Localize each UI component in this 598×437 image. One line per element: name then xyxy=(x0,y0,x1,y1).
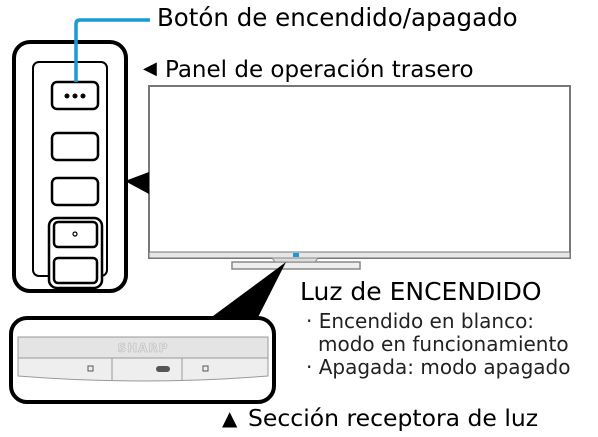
power-light-off-note: · Apagada: modo apagado xyxy=(306,357,570,377)
panel-button xyxy=(52,256,99,285)
receiver-indicator xyxy=(87,365,94,372)
receiver-bottom xyxy=(17,357,269,382)
panel-button xyxy=(50,131,100,162)
panel-button-mark xyxy=(72,231,78,237)
rear-panel-pointer xyxy=(125,172,149,194)
power-light-white-note: · Encendido en blanco: xyxy=(306,311,534,331)
power-light-label: Luz de ENCENDIDO xyxy=(300,277,542,306)
brand-logo: SHARP xyxy=(117,341,168,355)
power-button-dot xyxy=(80,93,86,99)
power-light-white-continuation: modo en funcionamiento xyxy=(318,332,569,356)
up-arrow-icon: ▲ xyxy=(222,406,238,430)
power-light-off-text: Apagada: modo apagado xyxy=(318,355,571,379)
tv-stand xyxy=(231,261,361,270)
power-button-dot xyxy=(72,93,78,99)
left-arrow-icon: ◀ xyxy=(143,58,157,79)
bullet-icon: · xyxy=(306,309,313,333)
power-light-white-text: Encendido en blanco: xyxy=(318,309,535,333)
receiver-sensor xyxy=(156,366,170,372)
power-button-leader xyxy=(74,18,150,82)
tv-bottom-bezel xyxy=(148,251,571,259)
bullet-icon: · xyxy=(306,355,313,379)
receiver-indicator xyxy=(202,365,209,372)
rear-panel-label: Panel de operación trasero xyxy=(165,57,474,83)
power-button-label: Botón de encendido/apagado xyxy=(157,3,518,32)
tv-stand-neck xyxy=(271,257,319,263)
tv-screen xyxy=(148,85,571,259)
panel-button xyxy=(50,176,100,207)
power-light-dot xyxy=(293,253,299,257)
receiver-label: Sección receptora de luz xyxy=(248,404,539,432)
power-button-dot xyxy=(64,93,70,99)
panel-button xyxy=(52,220,99,249)
